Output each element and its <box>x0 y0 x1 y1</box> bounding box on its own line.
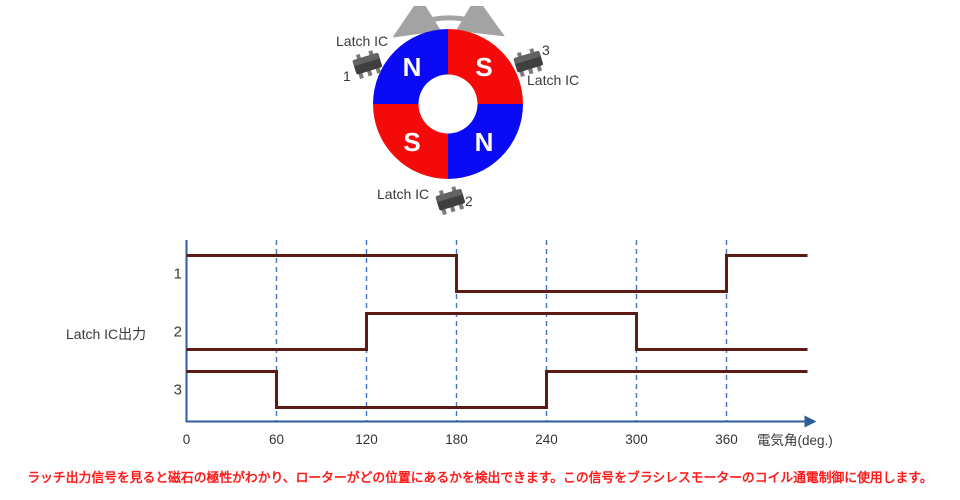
signal-trace-3 <box>186 370 808 409</box>
x-tick-360: 360 <box>715 432 738 447</box>
latch-ic-3-label: Latch IC <box>527 72 580 88</box>
latch-ic-1-label: Latch IC <box>336 33 389 49</box>
signal-trace-1 <box>186 254 808 293</box>
latch-ic-3-number: 3 <box>542 42 550 58</box>
latch-ic-1-number: 1 <box>343 68 351 84</box>
x-axis-arrowhead-icon <box>804 415 817 428</box>
pole-label-ne: S <box>475 52 493 82</box>
row-label-2: 2 <box>174 324 182 341</box>
latch-ic-2-label: Latch IC <box>377 186 430 202</box>
caption-text: ラッチ出力信号を見ると磁石の極性がわかり、ローターがどの位置にあるかを検出できま… <box>27 470 933 485</box>
x-tick-240: 240 <box>535 432 558 447</box>
x-tick-300: 300 <box>625 432 648 447</box>
pole-label-nw: N <box>402 52 422 82</box>
latch-ic-2-chip-icon <box>435 186 465 215</box>
latch-ic-1-chip-icon <box>352 50 382 79</box>
pole-label-sw: S <box>403 127 421 157</box>
timing-chart: 1 2 3 0 60 120 180 240 300 360 <box>174 240 817 447</box>
row-label-3: 3 <box>174 382 182 399</box>
pole-label-se: N <box>474 127 494 157</box>
x-tick-180: 180 <box>445 432 468 447</box>
latch-ic-3-chip-icon <box>513 48 543 77</box>
x-tick-0: 0 <box>183 432 191 447</box>
rotor-shaft-hole <box>418 74 478 134</box>
rotation-arrow-icon <box>393 6 505 38</box>
x-tick-60: 60 <box>269 432 284 447</box>
chart-y-axis-title: Latch IC出力 <box>66 326 147 342</box>
signal-trace-2 <box>186 312 808 351</box>
chart-x-axis-title: 電気角(deg.) <box>757 433 833 448</box>
rotor-magnet: N S S N <box>373 29 523 179</box>
row-label-1: 1 <box>174 266 182 283</box>
latch-ic-2-number: 2 <box>465 193 473 209</box>
x-tick-120: 120 <box>355 432 378 447</box>
